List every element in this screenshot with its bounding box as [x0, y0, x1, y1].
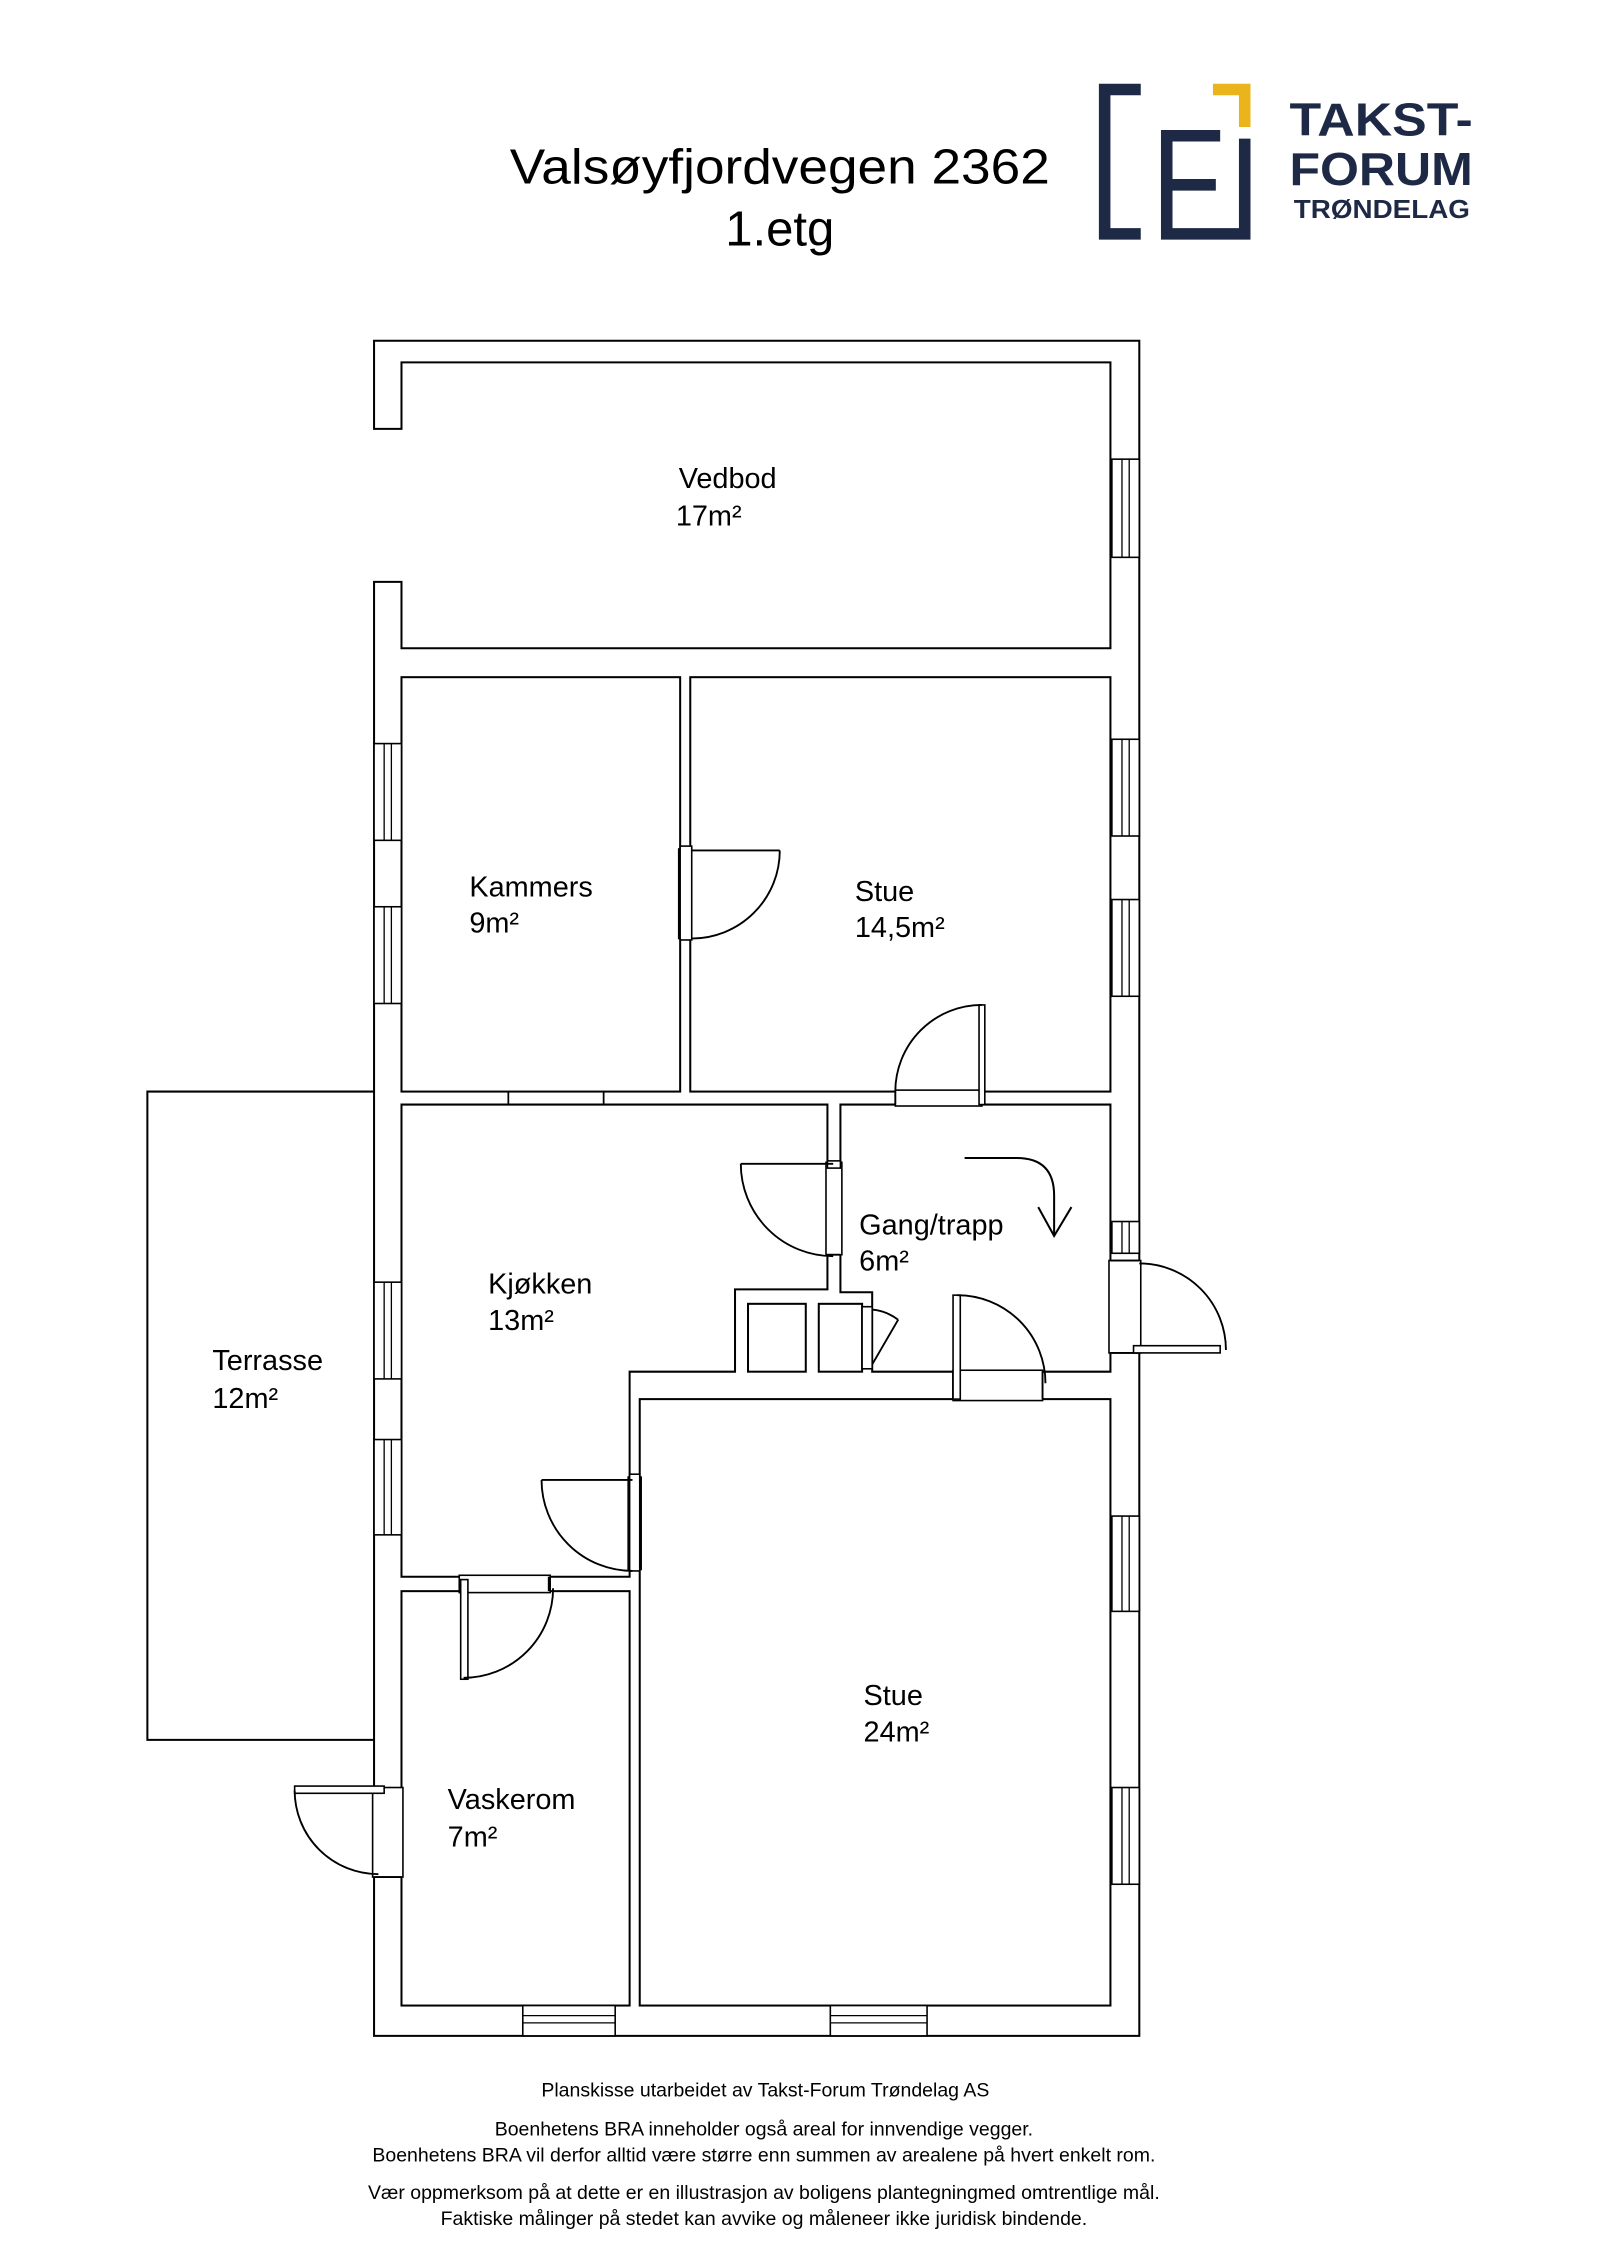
door-gang-stue — [952, 1294, 1047, 1402]
footer-bra-note: Boenhetens BRA vil derfor alltid være st… — [372, 2144, 1155, 2166]
window — [373, 1281, 403, 1380]
door-kjokken-stue — [540, 1473, 642, 1572]
room-outline-stue-lower — [638, 1398, 1112, 2007]
door-kjokken-gang — [739, 1160, 843, 1258]
room-area-stue-upper: 14,5m² — [855, 912, 945, 944]
room-area-kjokken: 13m² — [488, 1305, 554, 1337]
window — [373, 905, 403, 1005]
logo-text-takst: TAKST- — [1289, 94, 1472, 146]
door-kammers-stue — [677, 845, 781, 941]
room-outlines — [400, 676, 1112, 2007]
company-logo: TAKST- FORUM TRØNDELAG — [1098, 83, 1473, 240]
logo-text-trondelag: TRØNDELAG — [1294, 194, 1470, 224]
footer-disclaimer: Vær oppmerksom på at dette er en illustr… — [368, 2182, 1160, 2204]
door-closet — [861, 1305, 899, 1370]
room-area-vaskerom: 7m² — [448, 1822, 498, 1854]
closet-left — [747, 1302, 807, 1373]
logo-e-mark — [1160, 129, 1251, 240]
stair-arrow — [964, 1156, 1073, 1238]
window — [829, 2004, 928, 2037]
footer-credit: Planskisse utarbeidet av Takst-Forum Trø… — [541, 2080, 989, 2102]
room-label-stue-upper: Stue — [855, 876, 914, 908]
room-label-kjokken: Kjøkken — [488, 1269, 592, 1301]
door-stue-gang — [894, 1004, 986, 1107]
room-label-gang: Gang/trapp — [859, 1210, 1003, 1242]
window — [1111, 738, 1141, 837]
room-area-gang: 6m² — [859, 1246, 909, 1278]
window — [1111, 1786, 1141, 1886]
room-area-kammers: 9m² — [469, 908, 519, 940]
window — [1111, 1515, 1141, 1613]
room-area-vedbod: 17m² — [676, 501, 742, 533]
room-label-vaskerom: Vaskerom — [448, 1784, 576, 1816]
room-label-vedbod: Vedbod — [679, 463, 777, 495]
window — [373, 1438, 403, 1536]
footer-disclaimer: Faktiske målinger på stedet kan avvike o… — [441, 2208, 1088, 2230]
room-label-kammers: Kammers — [469, 872, 592, 904]
floor-label: 1.etg — [725, 202, 834, 256]
room-outline-gang — [839, 1103, 1112, 1373]
room-label-stue-lower: Stue — [864, 1680, 923, 1712]
wall-opening-marks — [507, 1091, 605, 1105]
window — [1111, 1220, 1141, 1255]
door-kjokken-vaskerom — [458, 1574, 555, 1681]
room-outline-stue-upper — [689, 676, 1112, 1093]
door-exterior-vaskerom — [293, 1785, 404, 1878]
terrace-outline — [146, 1090, 375, 1741]
room-outline-kammers — [400, 676, 682, 1093]
door-exterior-gang — [1108, 1259, 1227, 1354]
closet-right — [817, 1302, 864, 1373]
window — [1111, 458, 1141, 559]
logo-left-bracket — [1098, 83, 1141, 240]
page-title: Valsøyfjordvegen 2362 — [510, 140, 1050, 194]
footer-bra-note: Boenhetens BRA inneholder også areal for… — [495, 2118, 1033, 2140]
window — [373, 742, 403, 842]
logo-gold-corner — [1212, 83, 1251, 128]
window — [1111, 898, 1141, 998]
room-area-stue-lower: 24m² — [864, 1716, 930, 1748]
window — [521, 2004, 616, 2037]
room-area-terrasse: 12m² — [212, 1383, 278, 1415]
room-label-terrasse: Terrasse — [212, 1345, 323, 1377]
logo-text-forum: FORUM — [1289, 143, 1472, 195]
